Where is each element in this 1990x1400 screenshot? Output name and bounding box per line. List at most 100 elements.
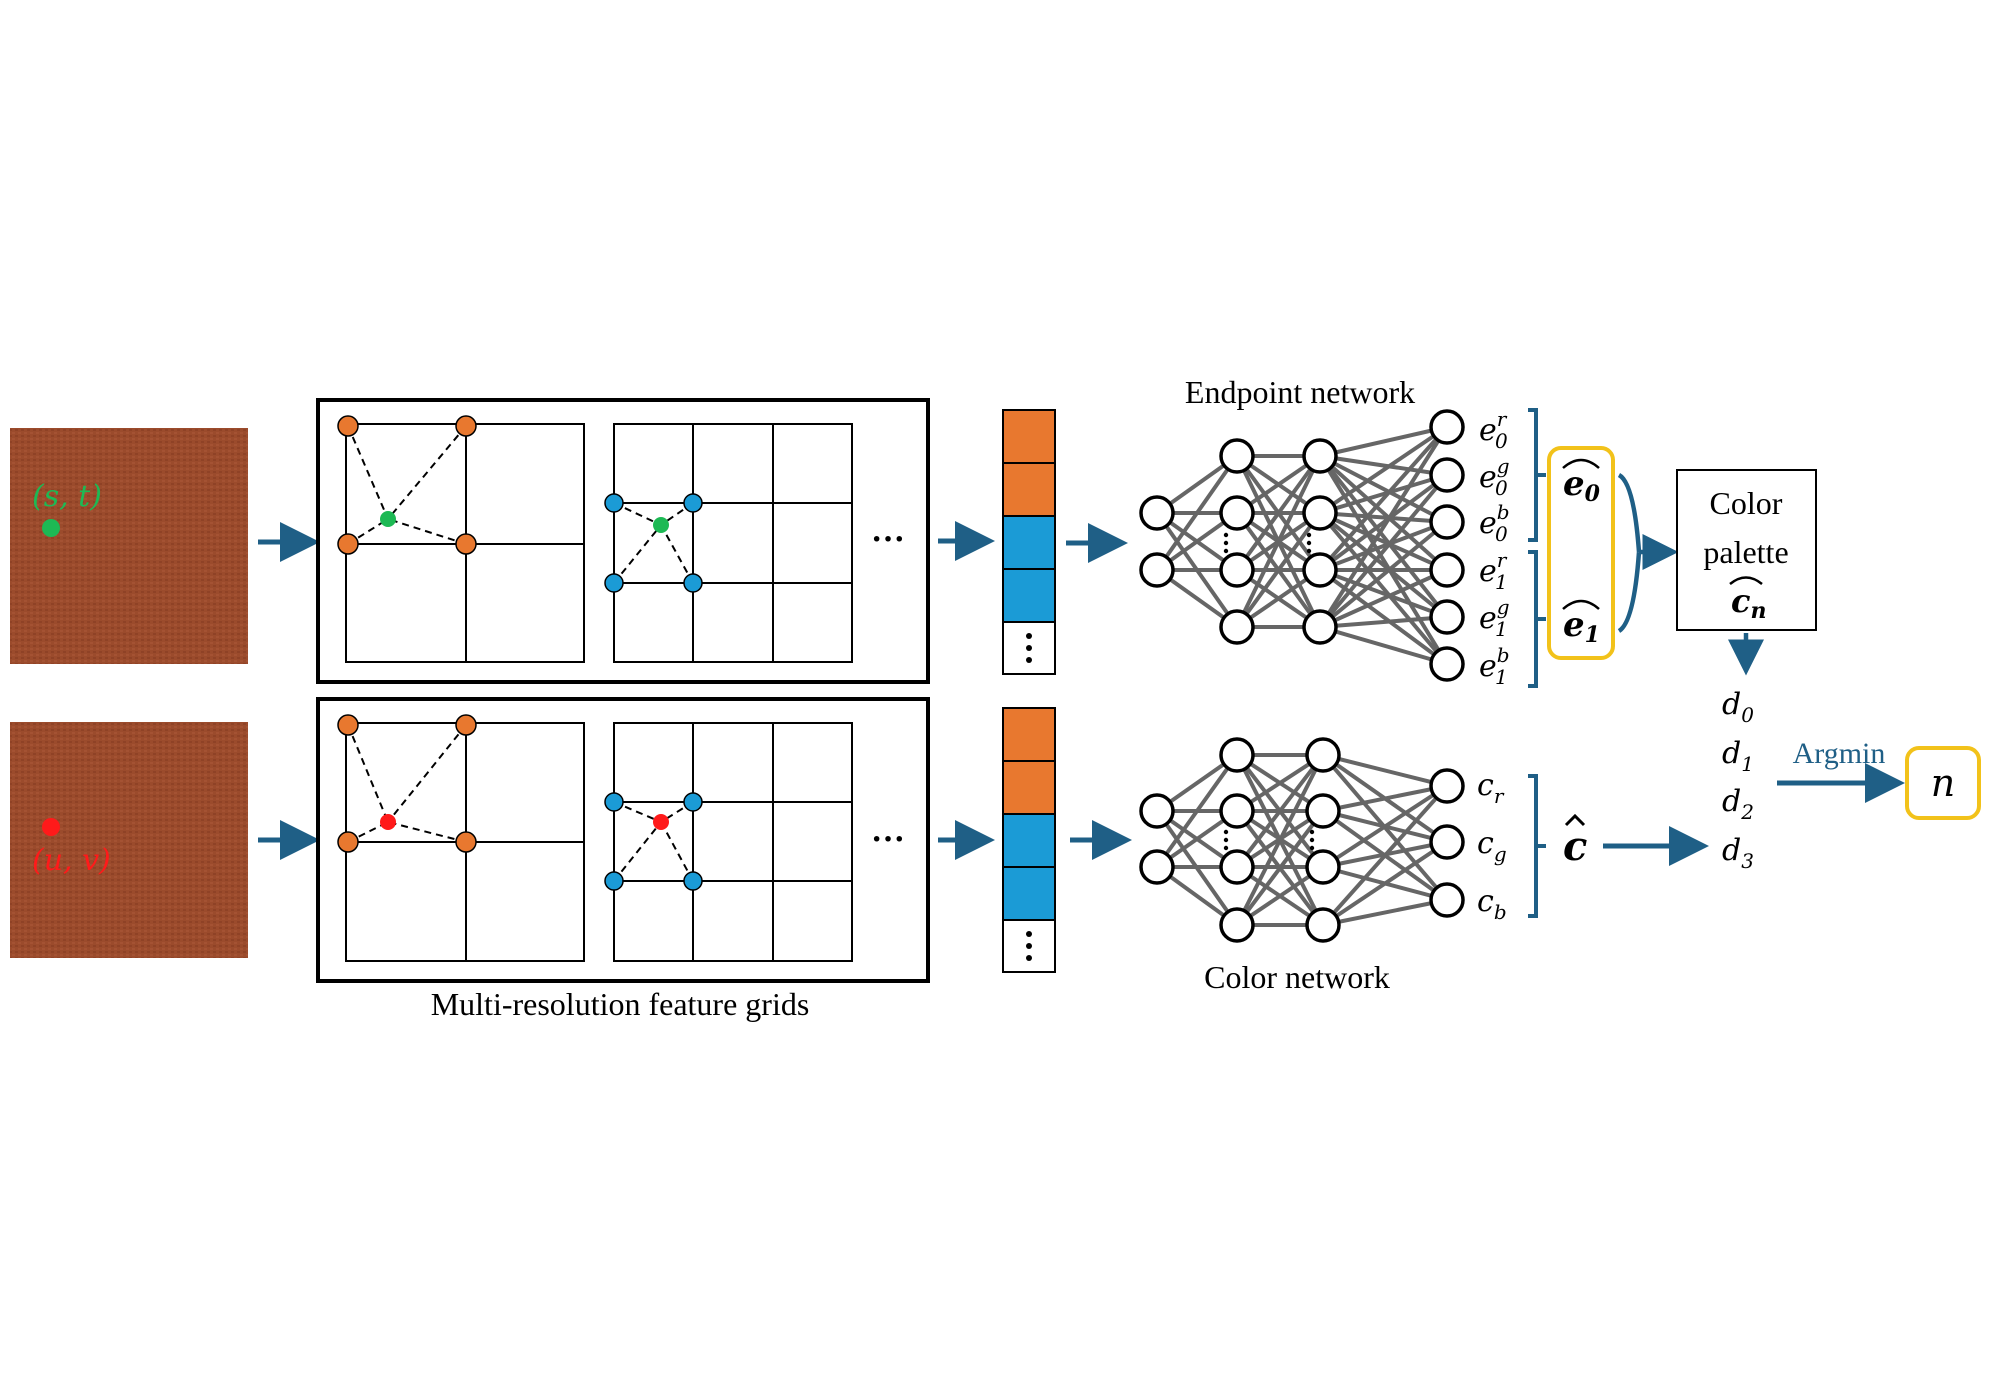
- network-edge: [1235, 809, 1325, 927]
- grid-vertex: [455, 831, 477, 853]
- ellipsis-dot: [1223, 829, 1229, 835]
- network-node: [1219, 737, 1255, 773]
- e1-hat: e1: [1562, 599, 1600, 648]
- feature-grid-panel-bottom: ···: [316, 697, 930, 983]
- grid-vertex: [604, 493, 624, 513]
- coord-label-uv: (u, v): [32, 843, 111, 878]
- brace-c: [1528, 774, 1546, 918]
- network-edge: [1318, 425, 1449, 515]
- color-output-label: cr: [1477, 768, 1505, 808]
- network-edge: [1155, 454, 1239, 572]
- grid-vertex: [683, 493, 703, 513]
- network-edge: [1318, 511, 1449, 619]
- network-edge: [1318, 520, 1449, 629]
- network-edge: [1321, 840, 1449, 927]
- network-edge: [1235, 455, 1322, 628]
- network-node: [1305, 737, 1341, 773]
- feature-vector-top: [1002, 409, 1056, 675]
- network-edge: [1318, 454, 1449, 619]
- grid-vertex: [604, 792, 624, 812]
- network-node: [1429, 824, 1465, 860]
- grid-vertex: [683, 792, 703, 812]
- distance-label: d0: [1722, 687, 1754, 727]
- network-edge: [1319, 511, 1448, 572]
- network-node: [1305, 793, 1341, 829]
- fine-grid-top: [613, 423, 853, 663]
- network-edge: [1319, 615, 1448, 629]
- network-edge: [1319, 511, 1448, 524]
- input-texture-top: (s, t): [10, 428, 248, 664]
- network-edge: [1319, 425, 1448, 458]
- grid-vertex: [604, 871, 624, 891]
- grid-vertex: [683, 871, 703, 891]
- network-edge: [1318, 454, 1449, 572]
- endpoint-network-title: Endpoint network: [1185, 374, 1415, 410]
- network-edge: [1322, 898, 1448, 927]
- query-point-uv: [42, 818, 60, 836]
- network-edge: [1319, 473, 1448, 515]
- coord-label-st: (s, t): [32, 479, 102, 514]
- network-edge: [1318, 568, 1449, 666]
- grid-vertex: [455, 415, 477, 437]
- network-edge: [1235, 754, 1325, 926]
- network-node: [1219, 552, 1255, 588]
- network-nodes: [1139, 409, 1465, 682]
- network-node: [1302, 495, 1338, 531]
- grid-ellipsis-bottom: ···: [871, 821, 905, 858]
- palette-symbol: cn: [1731, 582, 1766, 624]
- feature-vector-bottom: [1002, 707, 1056, 973]
- network-edge: [1322, 784, 1448, 813]
- distance-label: d3: [1722, 833, 1754, 873]
- network-edge: [1319, 454, 1448, 524]
- svg-text:c: c: [1563, 823, 1587, 870]
- network-edge: [1318, 425, 1449, 629]
- output-label: n: [1931, 761, 1955, 805]
- query-point-st: [42, 519, 60, 537]
- network-node: [1429, 457, 1465, 493]
- network-node: [1429, 504, 1465, 540]
- sample-point: [653, 814, 669, 830]
- network-node: [1305, 907, 1341, 943]
- e0-hat: e0: [1562, 458, 1601, 507]
- distance-label: d1: [1722, 736, 1754, 776]
- network-edge: [1322, 753, 1448, 788]
- ellipsis-dot: [1309, 829, 1315, 835]
- svg-text:e0: e0: [1563, 464, 1601, 507]
- network-edge: [1318, 425, 1449, 572]
- ellipsis-dot: [1306, 532, 1312, 538]
- fine-grid-bottom: [613, 722, 853, 962]
- network-node: [1302, 552, 1338, 588]
- grid-vertex: [455, 533, 477, 555]
- network-node: [1429, 552, 1465, 588]
- network-node: [1429, 646, 1465, 682]
- network-node: [1139, 495, 1175, 531]
- merge-arrow-to-palette: [1617, 473, 1665, 633]
- grid-vertex: [683, 573, 703, 593]
- network-edge: [1319, 625, 1448, 666]
- ellipsis-dot: [1223, 548, 1229, 554]
- network-edge: [1318, 454, 1449, 666]
- ellipsis-dot: [1306, 548, 1312, 554]
- grid-vertex: [455, 714, 477, 736]
- network-node: [1429, 768, 1465, 804]
- network-edge: [1318, 511, 1449, 666]
- network-nodes: [1139, 737, 1465, 943]
- network-edge: [1321, 784, 1449, 869]
- network-edge: [1319, 568, 1448, 629]
- brace-e0: [1528, 408, 1546, 542]
- network-node: [1302, 609, 1338, 645]
- input-texture-bottom: (u, v): [10, 722, 248, 958]
- grid-vertex: [604, 573, 624, 593]
- grid-vertex: [337, 415, 359, 437]
- color-output-label: cb: [1477, 884, 1507, 924]
- network-node: [1139, 552, 1175, 588]
- color-palette-box: Color palette cn: [1676, 469, 1817, 631]
